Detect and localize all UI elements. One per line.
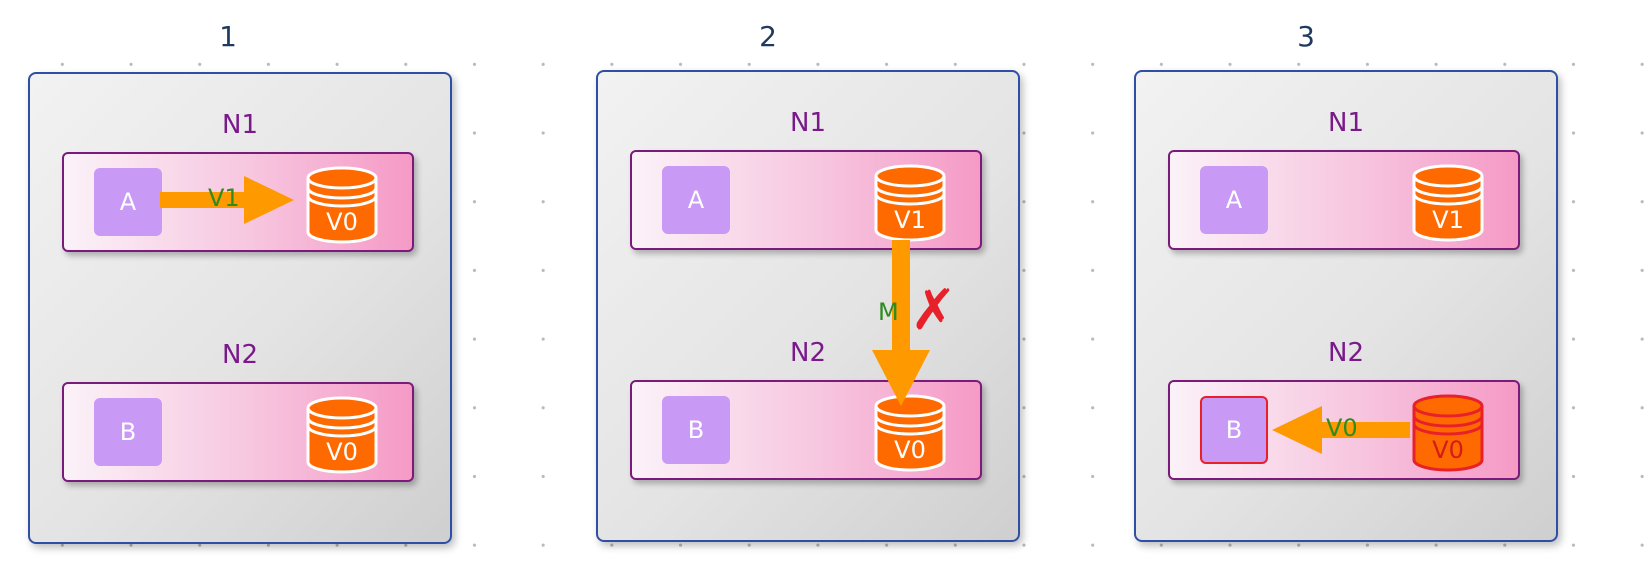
panel-step-3: N1 A V1 N2 B V0 V0 [1134, 70, 1558, 542]
node-n2: B V0 [1168, 380, 1520, 480]
message-label: M [878, 298, 899, 326]
node-n2: B V0 [62, 382, 414, 482]
store-value: V0 [1432, 436, 1464, 464]
actor-b: B [94, 398, 162, 466]
step-label-2: 2 [759, 20, 777, 53]
step-label-1: 1 [219, 20, 237, 53]
actor-b: B [662, 396, 730, 464]
node-n2: B V0 [630, 380, 982, 480]
node-label-n1: N1 [222, 110, 258, 140]
node-label-n2: N2 [1328, 338, 1364, 368]
database-icon: V0 [1410, 392, 1486, 472]
x-mark-icon: ✗ [910, 278, 957, 343]
panel-step-2: N1 A V1 N2 B V0 M ✗ [596, 70, 1020, 542]
arrow-left-icon [1272, 406, 1410, 454]
node-label-n1: N1 [790, 108, 826, 138]
write-label: V1 [208, 184, 240, 212]
actor-a: A [1200, 166, 1268, 234]
node-label-n1: N1 [1328, 108, 1364, 138]
arrow-down-icon [872, 240, 930, 406]
database-icon: V0 [304, 164, 380, 244]
store-value: V0 [326, 208, 358, 236]
node-label-n2: N2 [790, 338, 826, 368]
actor-b: B [1200, 396, 1268, 464]
node-n1: A V0 [62, 152, 414, 252]
read-label: V0 [1326, 414, 1358, 442]
step-label-3: 3 [1297, 20, 1315, 53]
node-label-n2: N2 [222, 340, 258, 370]
store-value: V1 [1432, 206, 1464, 234]
node-n1: A V1 [1168, 150, 1520, 250]
store-value: V0 [326, 438, 358, 466]
database-icon: V1 [1410, 162, 1486, 242]
panel-step-1: N1 A V0 N2 B V0 V1 [28, 72, 452, 544]
arrow-right-icon [160, 176, 294, 224]
database-icon: V0 [872, 392, 948, 472]
database-icon: V0 [304, 394, 380, 474]
store-value: V0 [894, 436, 926, 464]
store-value: V1 [894, 206, 926, 234]
actor-a: A [662, 166, 730, 234]
node-n1: A V1 [630, 150, 982, 250]
actor-a: A [94, 168, 162, 236]
